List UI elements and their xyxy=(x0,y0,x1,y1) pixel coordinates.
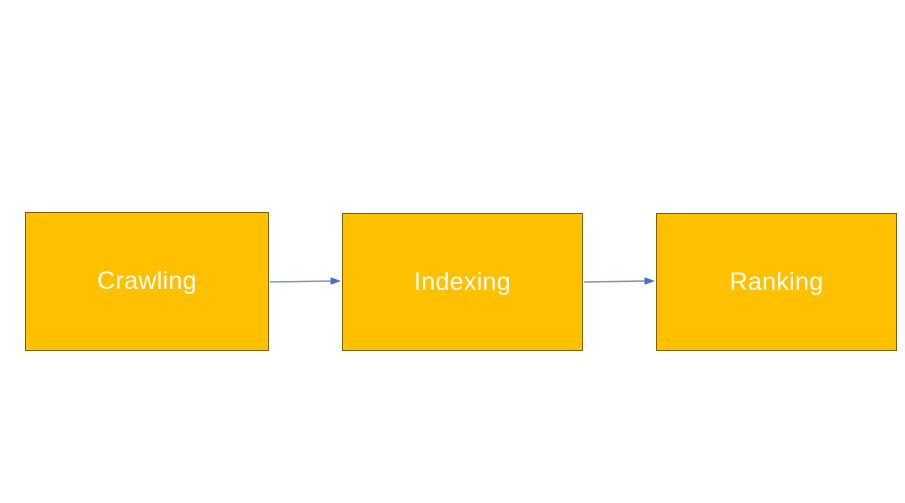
node-label: Indexing xyxy=(414,267,511,296)
node-indexing: Indexing xyxy=(342,213,583,351)
node-ranking: Ranking xyxy=(656,213,897,351)
arrow-indexing-to-ranking xyxy=(583,277,655,285)
node-label: Crawling xyxy=(97,267,197,295)
node-crawling: Crawling xyxy=(25,212,269,351)
node-label: Ranking xyxy=(729,267,824,296)
arrow-crawling-to-indexing xyxy=(269,277,341,285)
